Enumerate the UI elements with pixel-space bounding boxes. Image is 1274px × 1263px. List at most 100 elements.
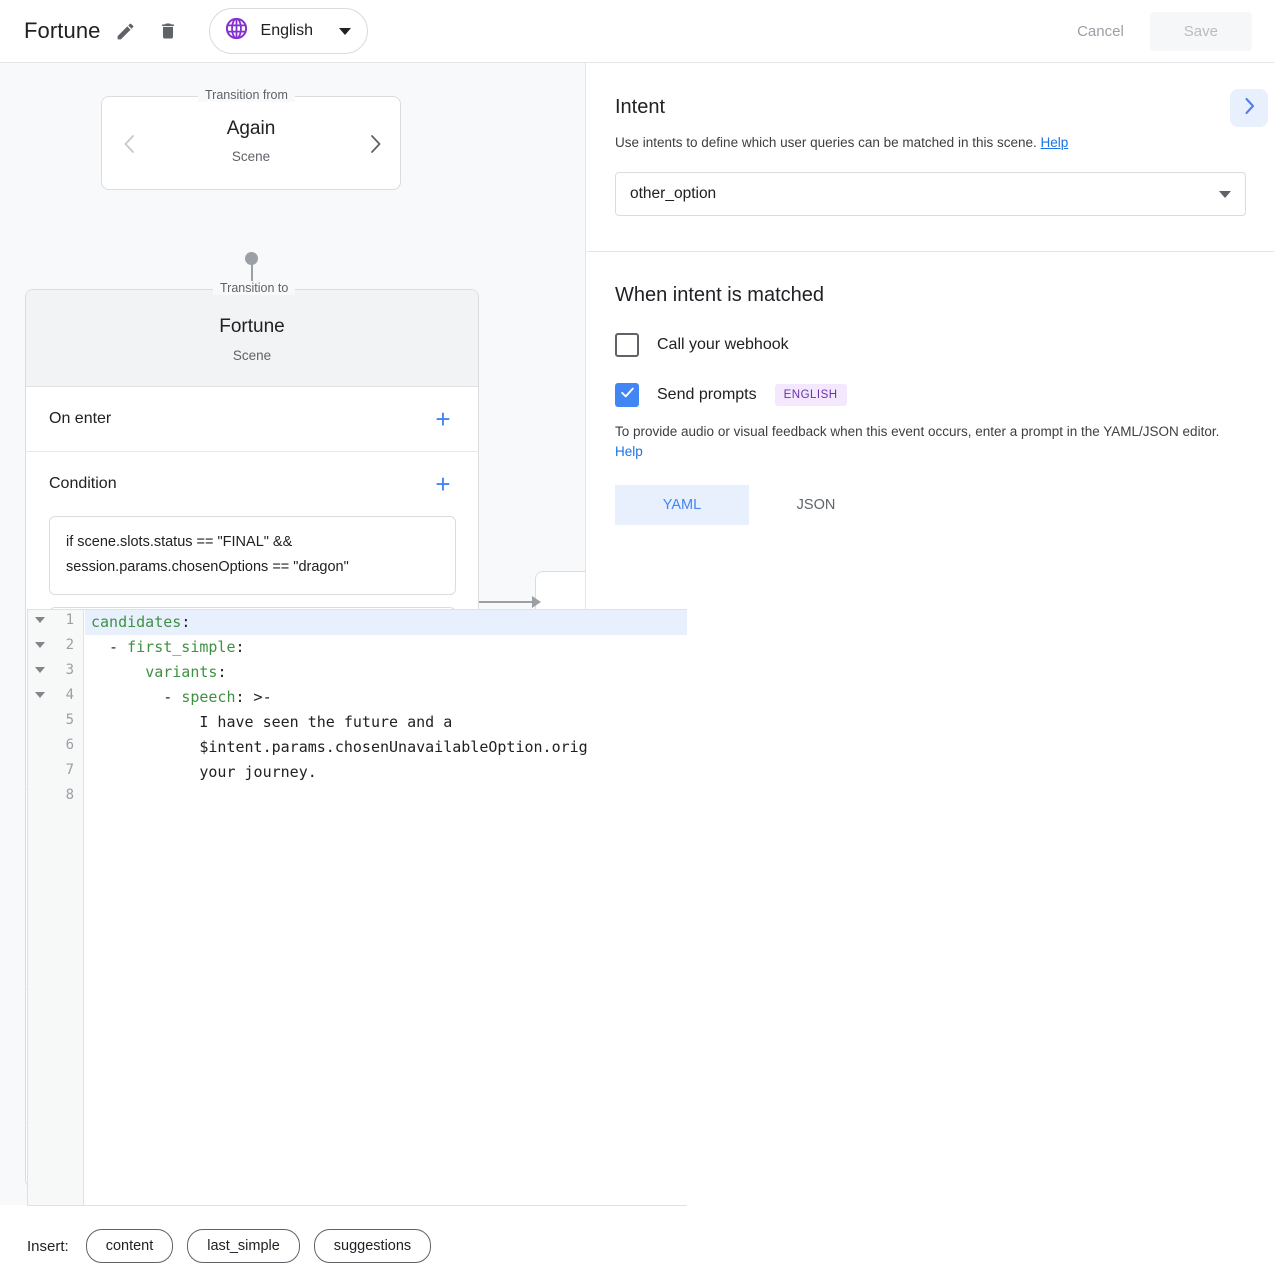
editor-gutter-row: 8 — [28, 785, 83, 810]
fold-triangle-icon[interactable] — [35, 642, 45, 648]
edit-scene-button[interactable] — [109, 14, 143, 48]
insert-pill-last-simple[interactable]: last_simple — [187, 1229, 300, 1263]
prompts-hint: To provide audio or visual feedback when… — [615, 422, 1246, 463]
section-on-enter: On enter + — [26, 387, 478, 452]
send-prompts-label: Send prompts — [657, 386, 757, 404]
prompts-help-link[interactable]: Help — [615, 444, 643, 459]
send-prompts-row: Send prompts ENGLISH — [615, 383, 1246, 407]
delete-scene-button[interactable] — [151, 14, 185, 48]
editor-gutter-row: 2 — [28, 635, 83, 660]
section-condition-header: Condition + — [26, 452, 478, 516]
editor-code-area[interactable]: candidates: - first_simple: variants: - … — [85, 610, 687, 1205]
transition-to-legend: Transition to — [213, 281, 295, 295]
transition-from-legend: Transition from — [198, 88, 295, 102]
line-number: 6 — [66, 737, 74, 753]
line-number: 7 — [66, 762, 74, 778]
code-token: - — [91, 688, 181, 706]
code-line[interactable] — [85, 785, 687, 810]
page-title: Fortune — [24, 18, 101, 44]
code-token: : — [217, 663, 226, 681]
code-token: : — [181, 613, 190, 631]
line-number: 1 — [66, 612, 74, 628]
editor-gutter-row: 5 — [28, 710, 83, 735]
prompts-hint-text: To provide audio or visual feedback when… — [615, 424, 1219, 439]
code-token: : — [236, 638, 245, 656]
call-webhook-checkbox[interactable] — [615, 333, 639, 357]
topbar-actions: Cancel Save — [1055, 12, 1274, 51]
yaml-editor[interactable]: 1 2 3 4 5 6 7 8 candidates: - first_simple: var… — [27, 609, 687, 1206]
cancel-button[interactable]: Cancel — [1055, 13, 1146, 50]
tab-json[interactable]: JSON — [749, 485, 883, 525]
add-condition-button[interactable]: + — [430, 471, 456, 497]
insert-pill-suggestions[interactable]: suggestions — [314, 1229, 431, 1263]
intent-detail-pane: Intent Use intents to define which user … — [587, 63, 1274, 1205]
call-webhook-label: Call your webhook — [657, 336, 789, 354]
chevron-down-icon — [1219, 191, 1231, 198]
main-content: Transition from Again Scene — [0, 63, 1274, 1205]
intent-description: Use intents to define which user queries… — [615, 135, 1246, 150]
line-number: 2 — [66, 637, 74, 653]
editor-gutter-row: 3 — [28, 660, 83, 685]
code-line[interactable]: candidates: — [85, 610, 687, 635]
code-token — [91, 663, 145, 681]
save-button[interactable]: Save — [1150, 12, 1252, 51]
fold-triangle-icon[interactable] — [35, 667, 45, 673]
insert-toolbar: Insert: content last_simple suggestions — [27, 1229, 431, 1263]
when-matched-title: When intent is matched — [615, 252, 1246, 307]
add-on-enter-button[interactable]: + — [430, 406, 456, 432]
editor-gutter-row: 1 — [28, 610, 83, 635]
tab-yaml[interactable]: YAML — [615, 485, 749, 525]
send-prompts-checkbox[interactable] — [615, 383, 639, 407]
pencil-icon — [115, 21, 136, 42]
code-token: $intent.params.chosenUnavailableOption.o… — [91, 738, 588, 756]
expand-panel-button[interactable] — [1230, 89, 1268, 127]
globe-icon — [224, 16, 249, 46]
line-number: 8 — [66, 787, 74, 803]
code-token: your journey. — [91, 763, 317, 781]
transition-from-name: Again — [102, 118, 400, 140]
top-app-bar: Fortune English Cancel Save — [0, 0, 1274, 63]
code-token: candidates — [91, 613, 181, 631]
transition-from-type: Scene — [102, 149, 400, 164]
transition-to-name: Fortune — [26, 316, 478, 338]
code-token: variants — [145, 663, 217, 681]
webhook-row: Call your webhook — [615, 333, 1246, 357]
fold-triangle-icon[interactable] — [35, 617, 45, 623]
editor-gutter-row: 4 — [28, 685, 83, 710]
when-intent-matched-section: When intent is matched Call your webhook… — [587, 252, 1274, 525]
language-selector[interactable]: English — [209, 8, 368, 54]
code-line[interactable]: - first_simple: — [85, 635, 687, 660]
code-token: : >- — [236, 688, 272, 706]
code-line[interactable]: I have seen the future and a — [85, 710, 687, 735]
section-condition-title: Condition — [49, 475, 117, 493]
code-line[interactable]: variants: — [85, 660, 687, 685]
code-line[interactable]: $intent.params.chosenUnavailableOption.o… — [85, 735, 687, 760]
chevron-right-icon[interactable] — [367, 132, 385, 161]
section-on-enter-title: On enter — [49, 410, 111, 428]
intent-help-link[interactable]: Help — [1041, 135, 1069, 150]
insert-pill-content[interactable]: content — [86, 1229, 174, 1263]
transition-to-card[interactable]: Transition to Fortune Scene — [26, 290, 478, 387]
editor-gutter-row: 7 — [28, 760, 83, 785]
intent-description-text: Use intents to define which user queries… — [615, 135, 1037, 150]
code-token: - — [91, 638, 127, 656]
fold-triangle-icon[interactable] — [35, 692, 45, 698]
section-on-enter-header: On enter + — [26, 387, 478, 451]
chevron-left-icon[interactable] — [120, 132, 138, 161]
condition-item[interactable]: if scene.slots.status == "FINAL" && sess… — [49, 516, 456, 595]
code-token: first_simple — [127, 638, 235, 656]
line-number: 5 — [66, 712, 74, 728]
check-icon — [619, 384, 636, 406]
code-token: speech — [181, 688, 235, 706]
intent-select[interactable]: other_option — [615, 172, 1246, 216]
insert-label: Insert: — [27, 1238, 69, 1255]
line-number: 4 — [66, 687, 74, 703]
code-line[interactable]: your journey. — [85, 760, 687, 785]
line-number: 3 — [66, 662, 74, 678]
code-line[interactable]: - speech: >- — [85, 685, 687, 710]
chevron-right-icon — [1241, 95, 1258, 122]
language-label: English — [261, 22, 313, 40]
transition-from-card[interactable]: Transition from Again Scene — [101, 96, 401, 190]
intent-section: Intent Use intents to define which user … — [587, 63, 1274, 216]
chevron-down-icon — [339, 28, 351, 35]
